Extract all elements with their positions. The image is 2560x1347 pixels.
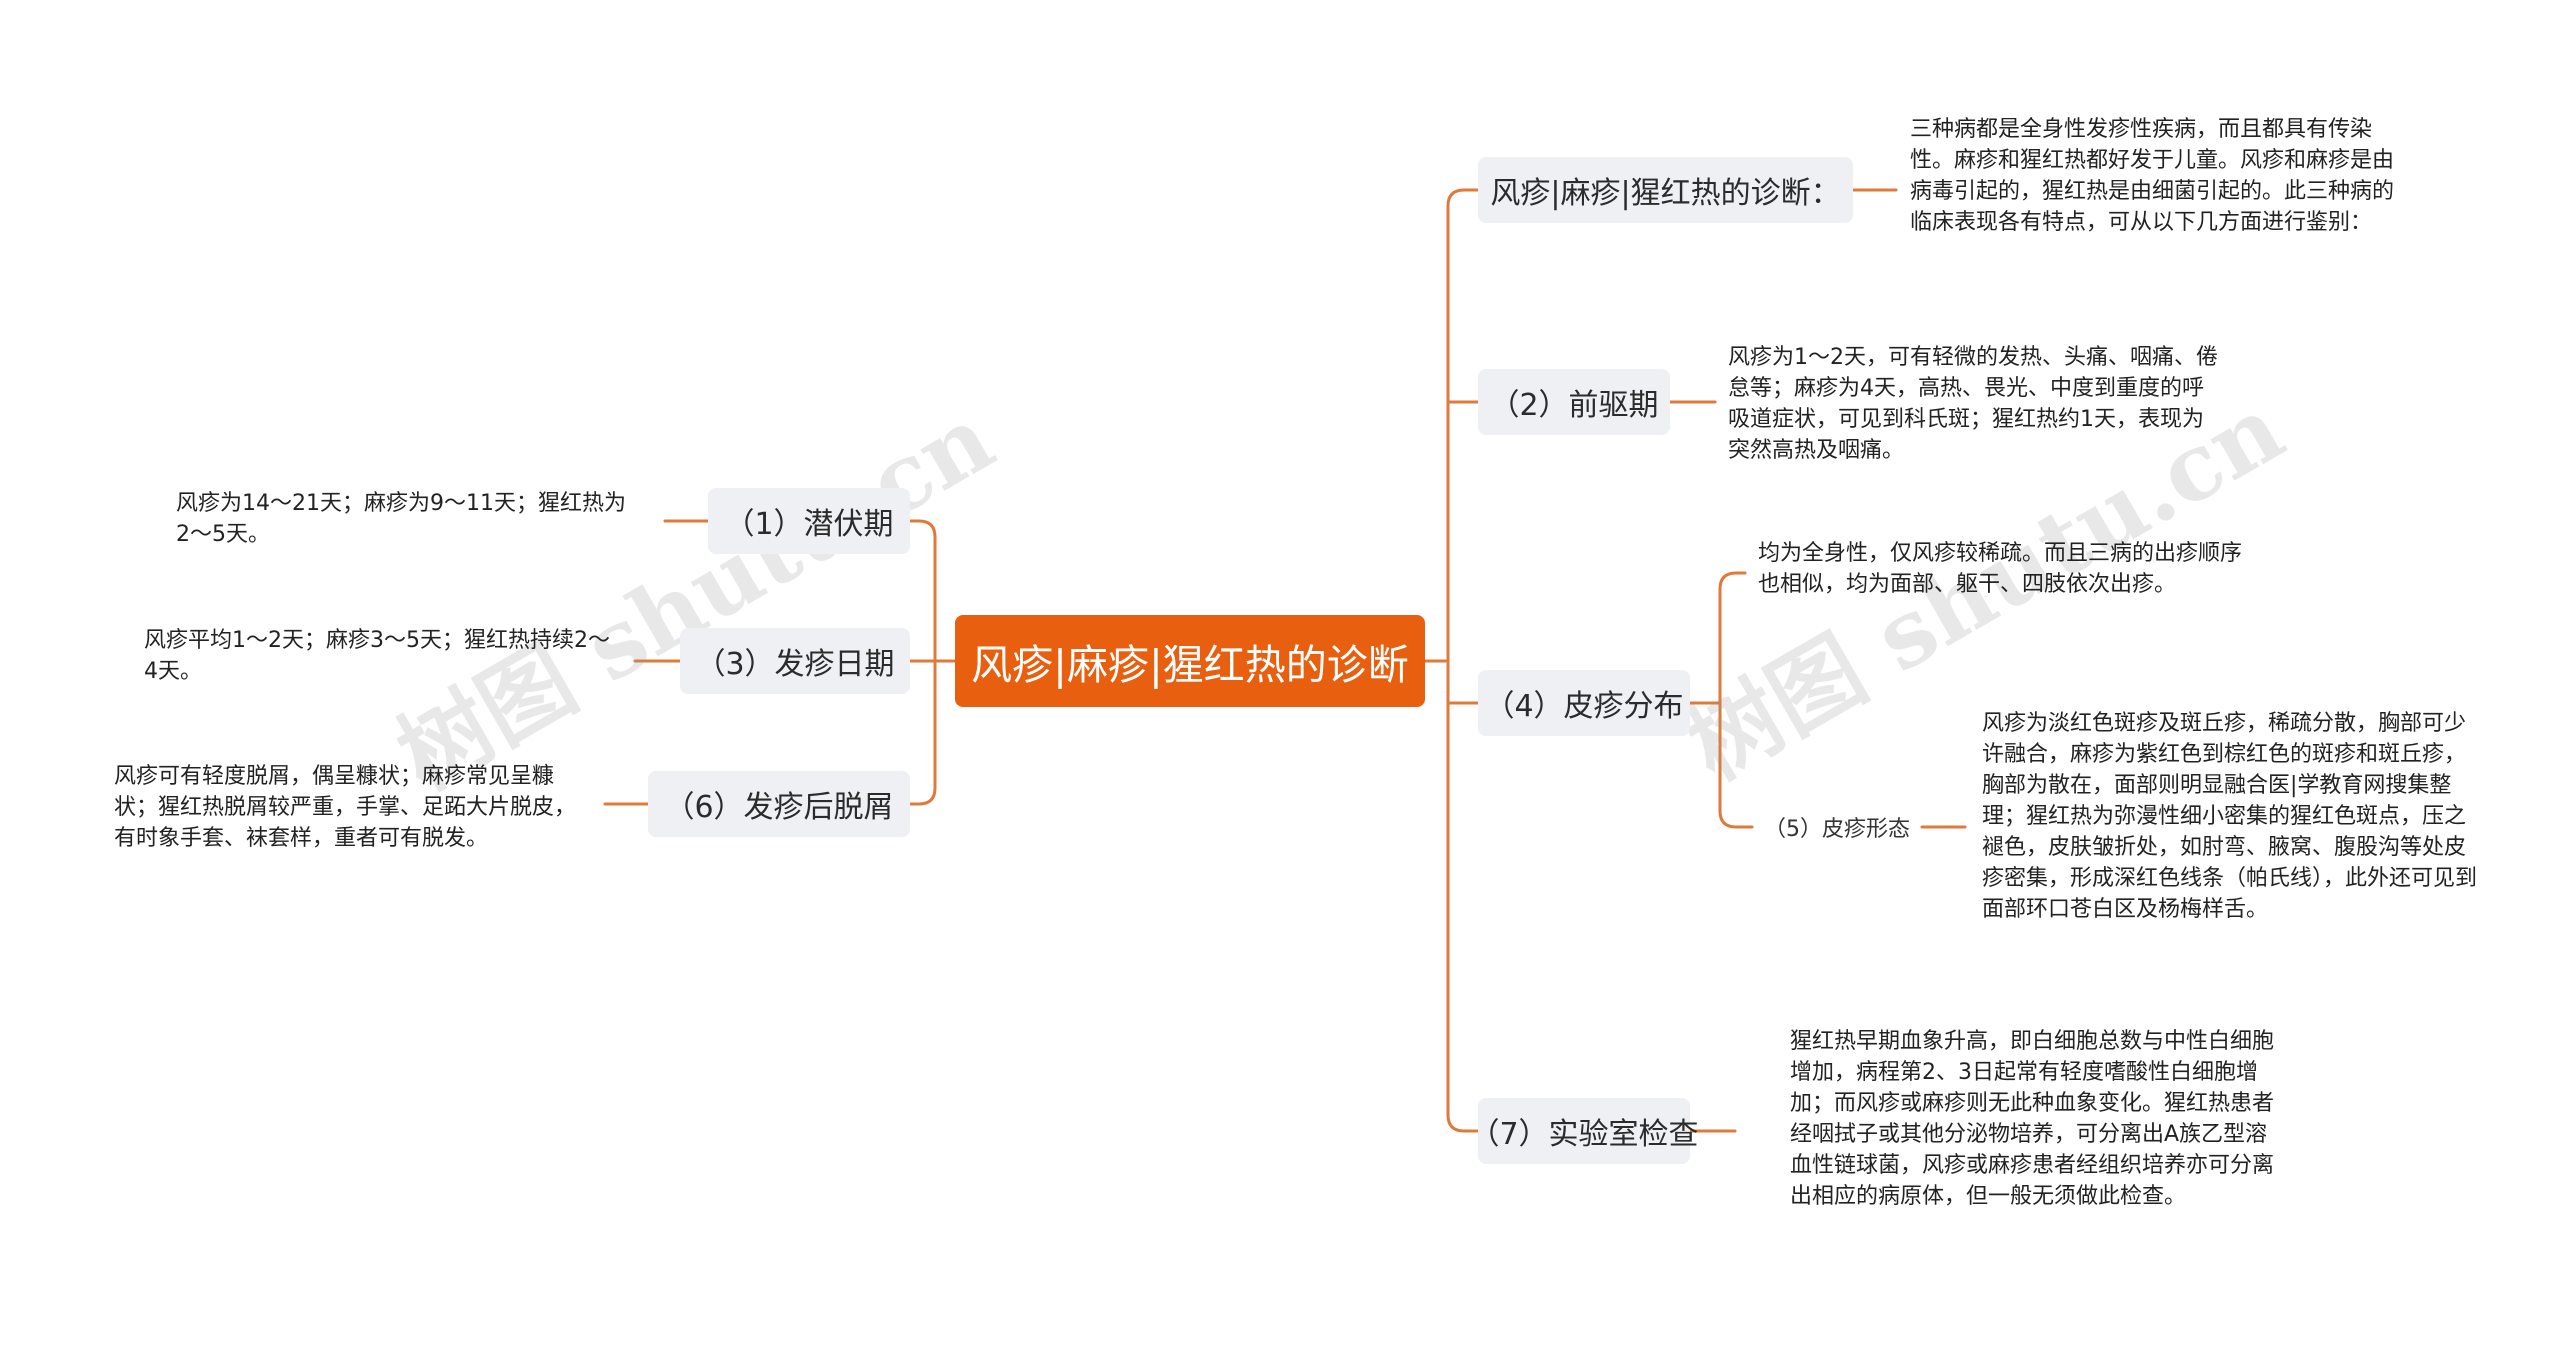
topic-rash-duration[interactable]: （3）发疹日期 (680, 628, 910, 694)
note-incubation: 风疹为14～21天；麻疹为9～11天；猩红热为2～5天。 (176, 491, 626, 547)
topic-rash-morphology[interactable]: （5）皮疹形态 (1764, 817, 1910, 842)
topic-incubation[interactable]: （1）潜伏期 (708, 488, 910, 554)
note-desquamation: 风疹可有轻度脱屑，偶呈糠状；麻疹常见呈糠状；猩红热脱屑较严重，手掌、足跖大片脱皮… (114, 764, 577, 851)
note-prodromal: 风疹为1～2天，可有轻微的发热、头痛、咽痛、倦怠等；麻疹为4天，高热、畏光、中度… (1728, 345, 2218, 463)
note-diagnosis-intro: 三种病都是全身性发疹性疾病，而且都具有传染性。麻疹和猩红热都好发于儿童。风疹和麻… (1910, 117, 2395, 235)
topic-prodromal[interactable]: （2）前驱期 (1478, 369, 1670, 435)
topic-desquamation[interactable]: （6）发疹后脱屑 (648, 771, 910, 837)
topic-rash-distribution[interactable]: （4）皮疹分布 (1478, 670, 1690, 736)
topic-diagnosis-intro[interactable]: 风疹|麻疹|猩红热的诊断： (1478, 157, 1853, 223)
note-rash-morphology: 风疹为淡红色斑疹及斑丘疹，稀疏分散，胸部可少许融合，麻疹为紫红色到棕红色的斑疹和… (1982, 711, 2478, 922)
topic-lab-tests[interactable]: （7）实验室检查 (1469, 1098, 1699, 1164)
note-rash-duration: 风疹平均1～2天；麻疹3～5天；猩红热持续2～4天。 (144, 628, 610, 684)
root-topic[interactable]: 风疹|麻疹|猩红热的诊断 (955, 615, 1425, 707)
connector-right-spine (1446, 188, 1480, 1133)
connector-sub-spine (1688, 571, 1754, 829)
note-lab-tests: 猩红热早期血象升高，即白细胞总数与中性白细胞增加，病程第2、3日起常有轻度嗜酸性… (1790, 1029, 2275, 1209)
connector-left-spine (908, 519, 937, 806)
note-rash-distribution: 均为全身性，仅风疹较稀疏。而且三病的出疹顺序也相似，均为面部、躯干、四肢依次出疹… (1758, 541, 2243, 597)
